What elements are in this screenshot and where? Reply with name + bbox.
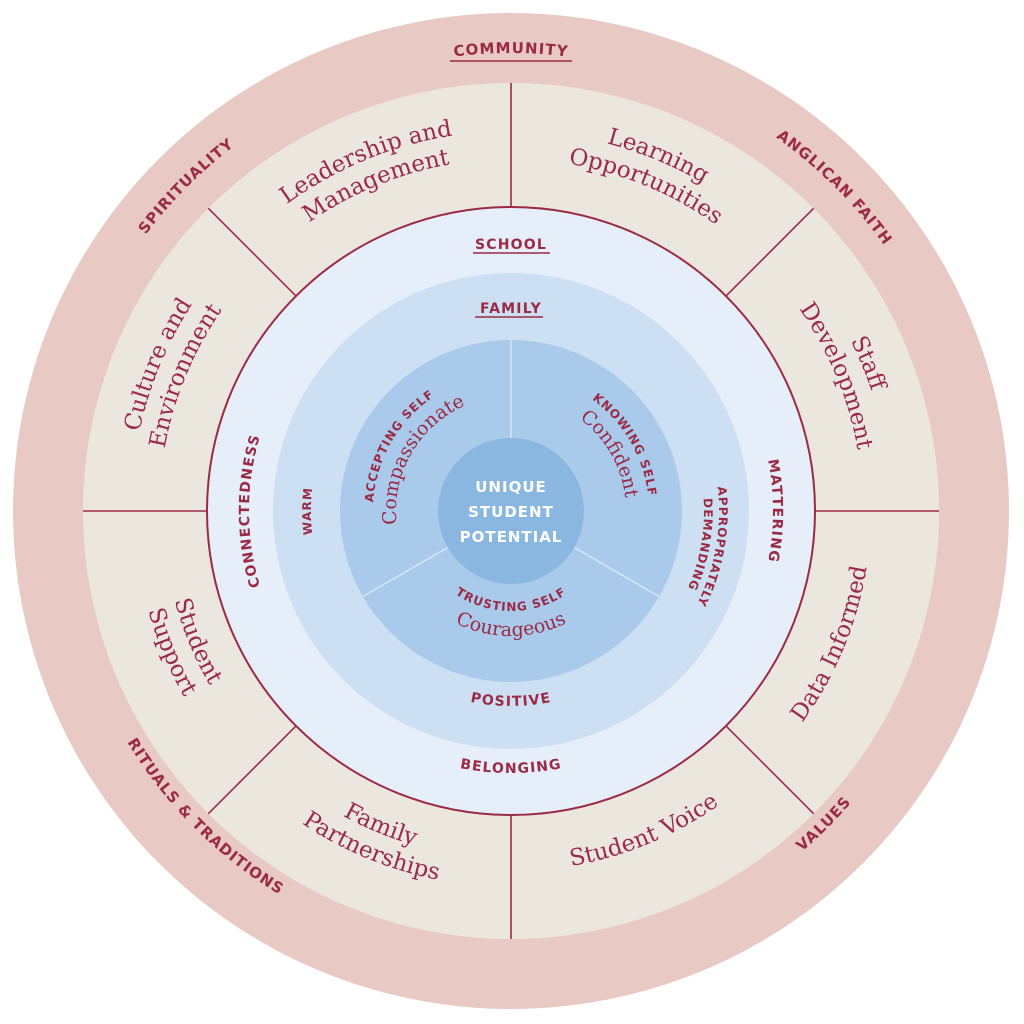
family-label-positive: POSITIVE [469,690,552,710]
sector-dividers [83,83,939,939]
outer-label-community: COMMUNITY [453,39,570,61]
sector-divider [207,207,297,297]
family-label-warm: WARM [300,486,315,535]
self-dividers [362,340,660,598]
sector-divider [207,725,297,815]
self-divider [362,546,449,598]
center-line-2: STUDENT [468,503,554,521]
center-circle [438,438,584,584]
sector-divider [725,725,815,815]
school-title: SCHOOL [475,237,547,253]
school-label-belonging: BELONGING [459,756,563,777]
center-line-3: POTENTIAL [460,528,563,546]
center-line-1: UNIQUE [475,478,547,496]
sector-divider [725,207,815,297]
self-divider [573,546,660,598]
family-title: FAMILY [480,301,542,317]
